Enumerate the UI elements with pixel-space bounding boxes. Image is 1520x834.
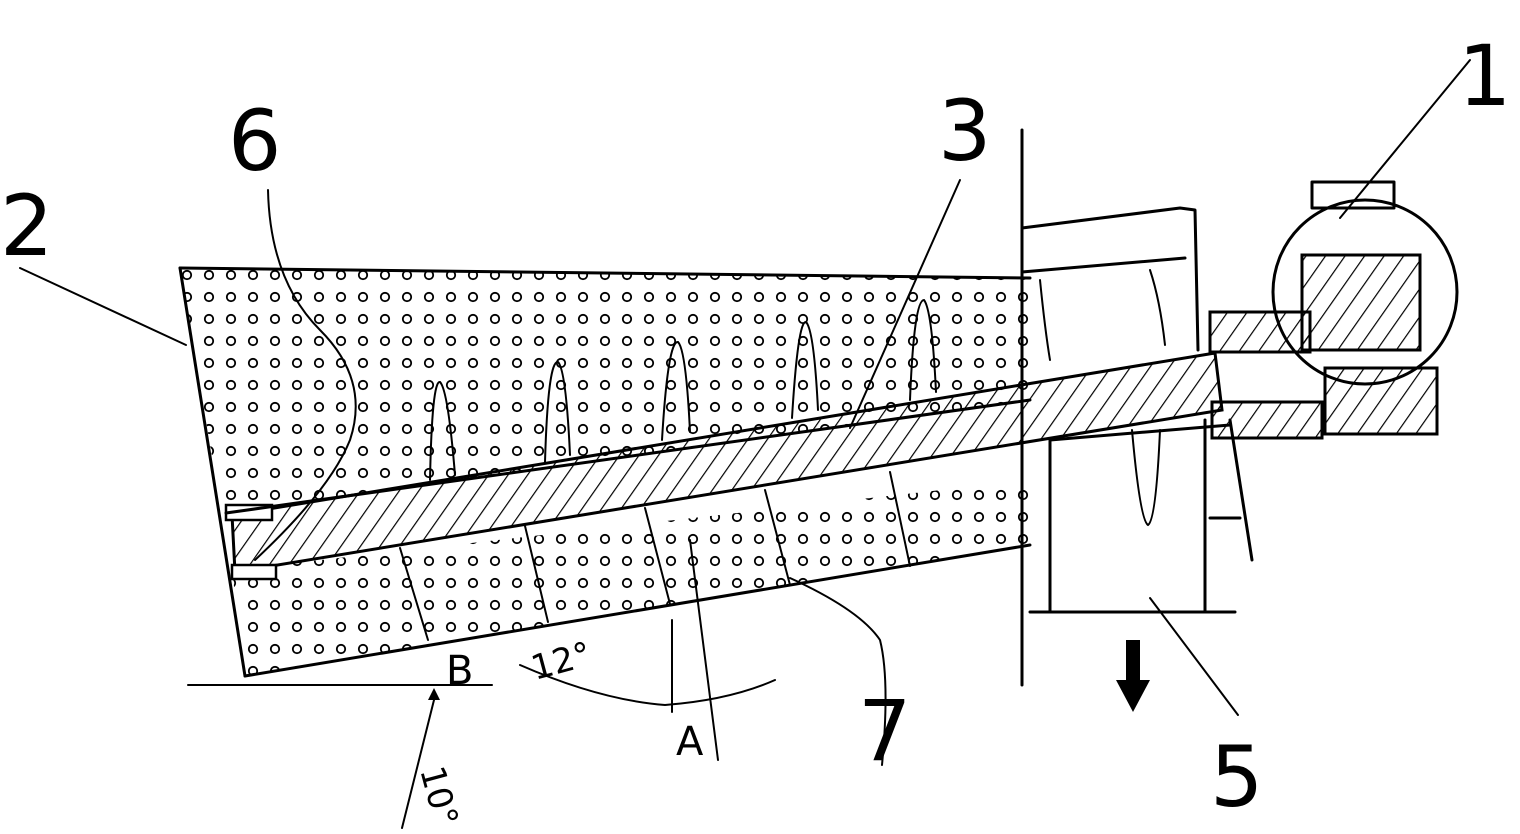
bearing-housing <box>1208 253 1439 440</box>
motor <box>1271 180 1459 386</box>
perforated-screen-lower <box>232 480 1030 675</box>
perforated-screen-upper <box>180 268 1030 515</box>
label-part-6: 6 <box>228 92 281 190</box>
label-part-5: 5 <box>1210 728 1263 826</box>
leader-lines <box>19 59 1471 766</box>
label-part-2: 2 <box>0 177 53 275</box>
label-angle-10: 10° <box>411 762 465 831</box>
shaft-axis-line <box>224 398 1032 515</box>
upper-screw-flights <box>429 298 937 481</box>
screen-housing-bottom-edge <box>243 543 1032 678</box>
label-point-a: A <box>676 719 704 765</box>
feed-hopper <box>1020 128 1232 687</box>
screen-housing-outline <box>178 266 1032 280</box>
discharge-chute <box>1028 418 1254 614</box>
label-part-1: 1 <box>1458 27 1511 125</box>
angle-construction <box>187 539 776 829</box>
label-point-b: B <box>446 648 473 694</box>
label-part-7: 7 <box>858 682 911 780</box>
shaft-end-cap-lower <box>230 563 278 581</box>
discharge-arrow-icon <box>1116 640 1150 712</box>
lower-screw-flights <box>399 471 911 641</box>
label-angle-12: 12° <box>527 634 596 688</box>
label-part-3: 3 <box>938 82 991 180</box>
screen-housing-left-edge <box>178 266 247 678</box>
